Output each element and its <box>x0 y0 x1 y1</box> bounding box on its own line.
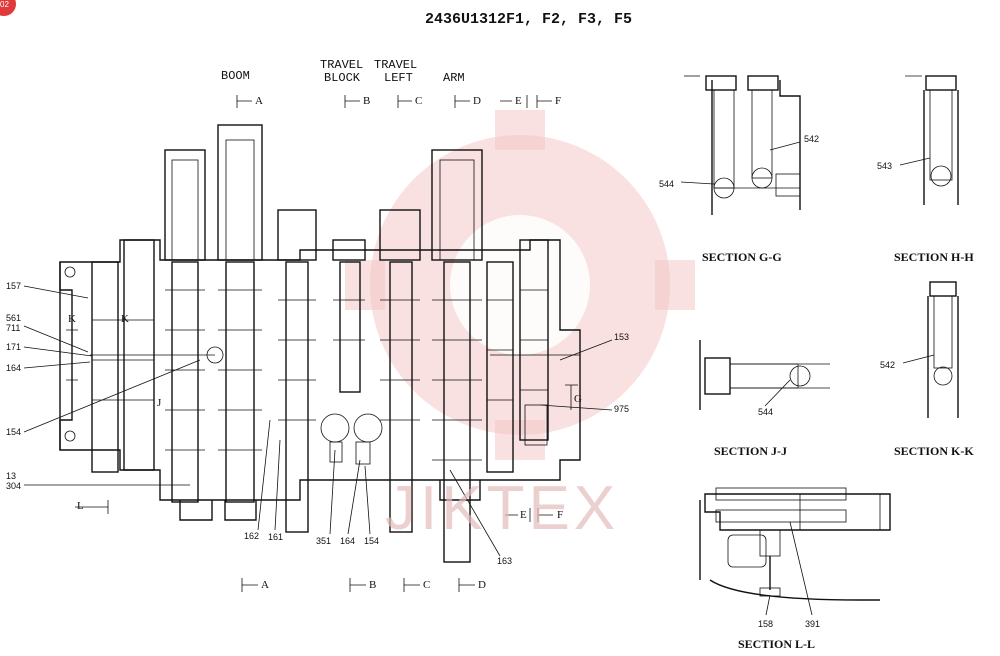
section-title-k-k: SECTION K-K <box>894 444 974 458</box>
part-561: 561 <box>6 313 22 323</box>
part-153: 153 <box>614 332 630 342</box>
part-164-left: 164 <box>6 363 22 373</box>
spool-boom-2 <box>217 124 263 503</box>
section-l-l-view <box>699 487 891 616</box>
part-163: 163 <box>497 556 513 566</box>
section-j-j-view <box>699 340 830 410</box>
section-title-j-j: SECTION J-J <box>714 444 788 458</box>
header-travel-block-line1: TRAVEL <box>320 58 364 72</box>
cut-mark-c-bottom: C <box>423 579 431 591</box>
cut-mark-d-top: D <box>473 95 481 107</box>
part-154-mid: 154 <box>364 536 380 546</box>
part-157: 157 <box>6 281 22 291</box>
part-13: 13 <box>6 471 17 481</box>
cut-mark-a-top: A <box>255 95 263 107</box>
spool-arm <box>431 149 483 563</box>
part-975: 975 <box>614 404 630 414</box>
part-171: 171 <box>6 342 22 352</box>
section-title-l-l: SECTION L-L <box>738 637 816 651</box>
part-544-jj: 544 <box>758 407 774 417</box>
cut-mark-b-top: B <box>363 95 371 107</box>
cut-mark-g: G <box>574 393 582 405</box>
part-351: 351 <box>316 536 332 546</box>
corner-badge: 02 <box>0 0 9 9</box>
part-304: 304 <box>6 481 22 491</box>
cut-mark-f-top: F <box>555 95 562 107</box>
spool-swing <box>277 209 317 533</box>
part-154-left: 154 <box>6 427 22 437</box>
part-158-ll: 158 <box>758 619 774 629</box>
cut-mark-l: L <box>77 500 84 512</box>
spool-left-aux <box>91 239 155 473</box>
section-h-h-view <box>899 75 959 205</box>
part-542-gg: 542 <box>804 134 820 144</box>
header-boom: BOOM <box>221 69 250 83</box>
part-162: 162 <box>244 531 260 541</box>
section-k-k-view <box>902 281 959 418</box>
cut-mark-j: J <box>157 397 162 409</box>
section-cuts-side <box>66 310 578 410</box>
cut-mark-k-right: K <box>121 313 129 325</box>
cut-mark-e-mid: E <box>520 509 527 521</box>
spool-travel-block <box>320 239 383 465</box>
spool-boom-1 <box>164 149 206 503</box>
cut-mark-a-bottom: A <box>261 579 269 591</box>
part-711: 711 <box>6 323 21 333</box>
drawing-title: 2436U1312F1, F2, F3, F5 <box>425 11 633 28</box>
spool-right-2 <box>519 239 549 446</box>
part-161: 161 <box>268 532 284 542</box>
section-g-g-view <box>680 75 801 215</box>
part-542-kk: 542 <box>880 360 896 370</box>
cut-mark-c-top: C <box>415 95 423 107</box>
header-arm: ARM <box>443 71 465 85</box>
cut-mark-e-top: E <box>515 95 522 107</box>
section-title-g-g: SECTION G-G <box>702 250 782 264</box>
section-cuts-top <box>236 95 552 108</box>
spool-travel-left <box>379 209 421 533</box>
cut-mark-b-bottom: B <box>369 579 377 591</box>
section-cuts-bottom <box>75 500 553 592</box>
part-544-gg: 544 <box>659 179 675 189</box>
header-travel-left-line2: LEFT <box>384 71 413 85</box>
watermark-text: JIKTEX <box>385 474 620 543</box>
corner-badge-circle <box>0 0 16 16</box>
part-391-ll: 391 <box>805 619 821 629</box>
cut-mark-f-mid: F <box>557 509 564 521</box>
header-travel-block-line2: BLOCK <box>324 71 361 85</box>
part-543-hh: 543 <box>877 161 893 171</box>
spool-right-1 <box>486 261 514 473</box>
cut-mark-k-left: K <box>68 313 76 325</box>
section-title-h-h: SECTION H-H <box>894 250 974 264</box>
cut-mark-d-bottom: D <box>478 579 486 591</box>
header-travel-left-line1: TRAVEL <box>374 58 418 72</box>
part-164-mid: 164 <box>340 536 356 546</box>
leader-lines <box>23 285 613 557</box>
